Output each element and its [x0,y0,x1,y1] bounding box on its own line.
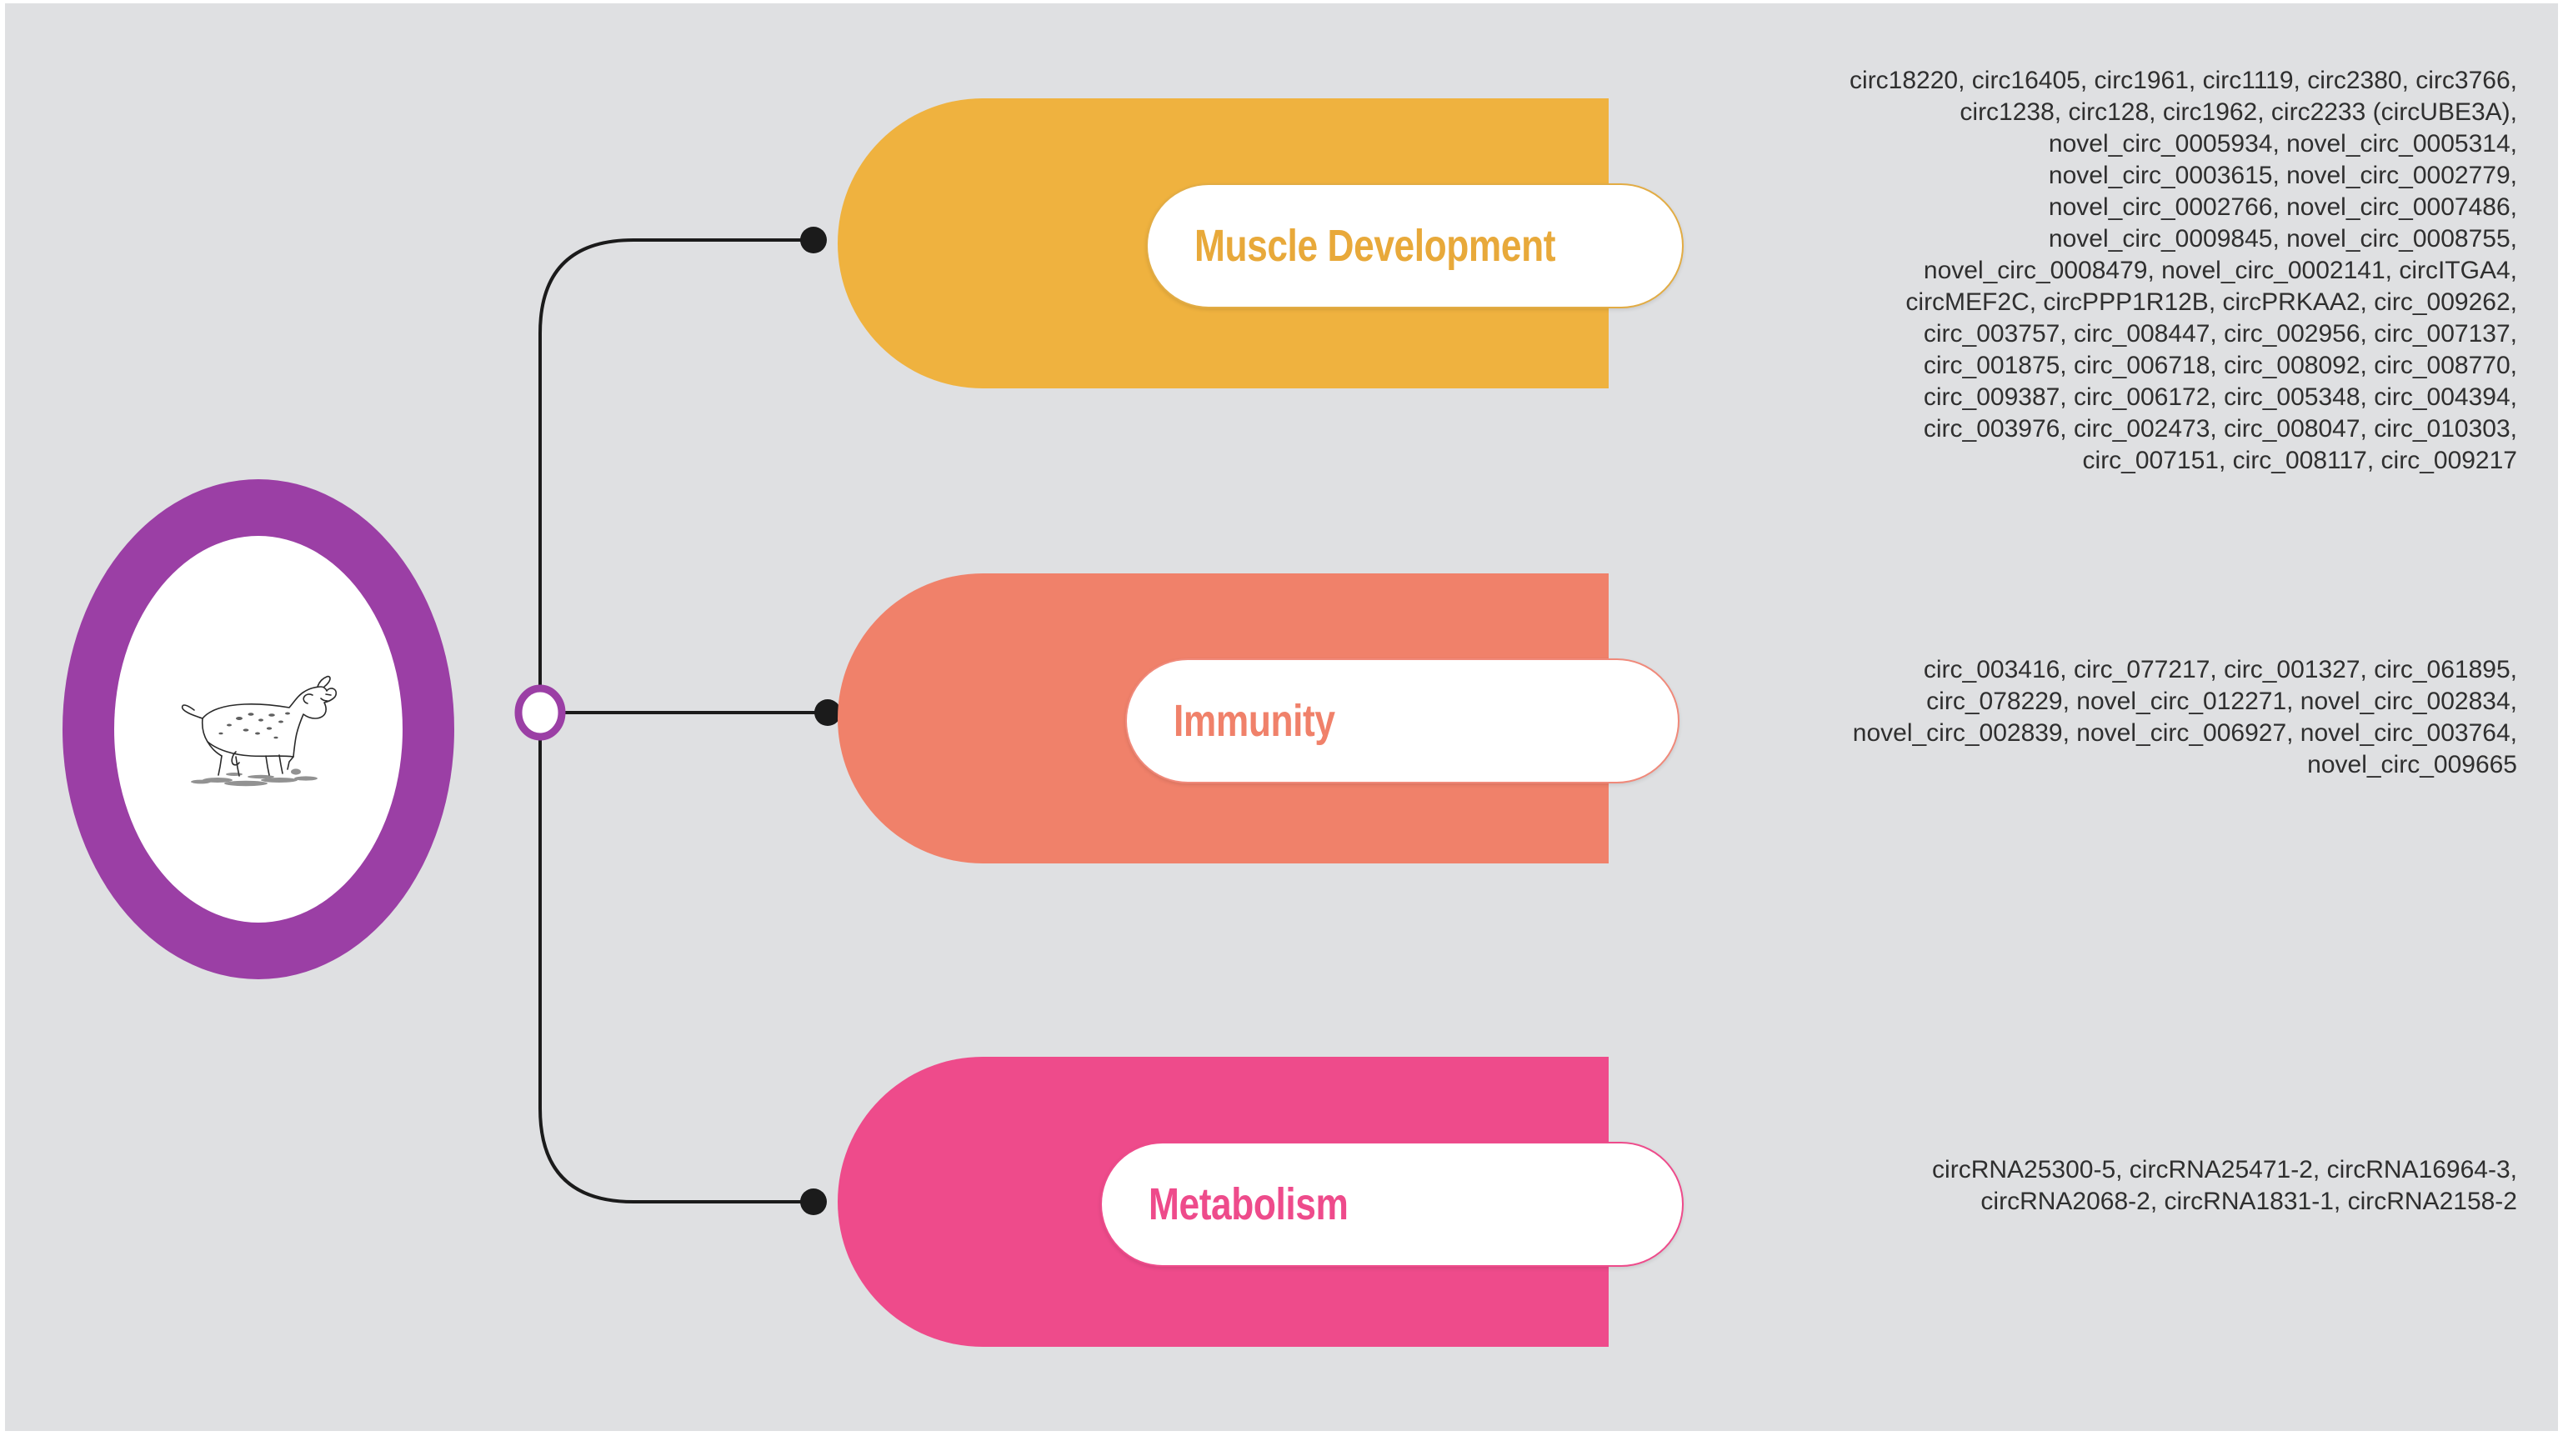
endpoint-dot-muscle [800,227,827,253]
branch-label-immunity: Immunity [1174,696,1335,746]
center-node-inner [114,536,403,923]
branch-label-metabolism: Metabolism [1149,1179,1349,1229]
center-node[interactable] [63,479,454,979]
branch-label-muscle-development: Muscle Development [1194,221,1556,271]
branch-label-pill-muscle-development[interactable]: Muscle Development [1146,183,1684,308]
branch-label-pill-immunity[interactable]: Immunity [1125,658,1679,783]
goat-icon [181,675,338,787]
connector-path-metabolism [538,713,807,1203]
branch-hub-node[interactable] [514,684,566,741]
endpoint-dot-metabolism [800,1188,827,1215]
gene-list-immunity: circ_003416, circ_077217, circ_001327, c… [1852,656,2517,778]
gene-list-metabolism: circRNA25300-5, circRNA25471-2, circRNA1… [1932,1156,2517,1215]
connector-path-muscle [538,238,807,713]
branch-label-pill-metabolism[interactable]: Metabolism [1100,1142,1684,1267]
gene-list-muscle-development: circ18220, circ16405, circ1961, circ1119… [1850,67,2517,474]
